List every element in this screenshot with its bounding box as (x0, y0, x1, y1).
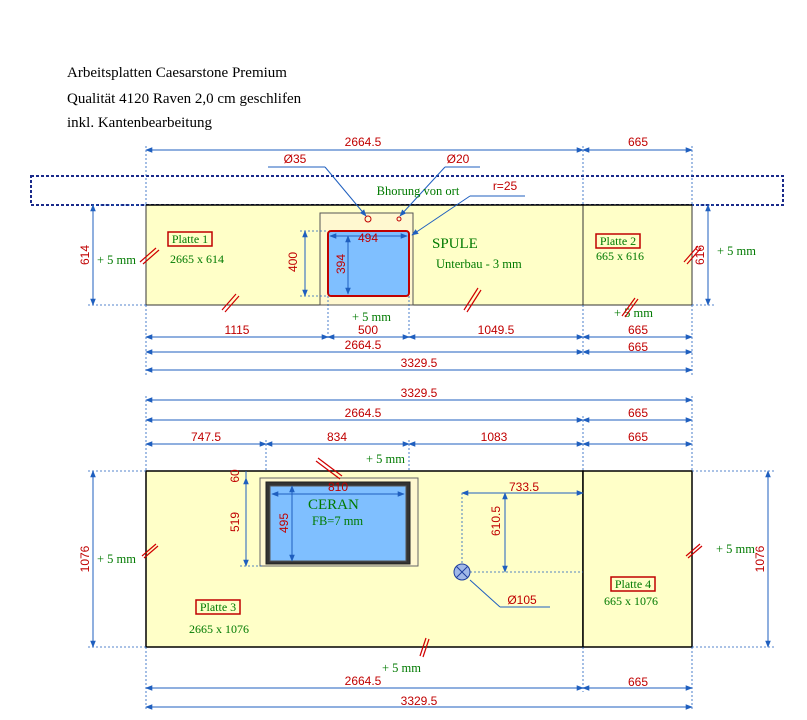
sink-width: 494 (358, 231, 378, 245)
bottom-dim-total-below: 3329.5 (401, 694, 438, 708)
plate-2-label-box (595, 233, 641, 249)
plate-1-label: Platte 1 (172, 232, 208, 246)
hole-y: 610.5 (489, 506, 503, 536)
bottom-plus5-bottom: + 5 mm (382, 661, 421, 675)
bottom-dim-a: 747.5 (191, 430, 221, 444)
hole-105: 733.5 610.5 Ø105 (453, 480, 584, 608)
plate-4-label: Platte 4 (615, 577, 651, 591)
plate-4-size: 665 x 1076 (604, 594, 658, 608)
top-dim-b: 500 (358, 323, 378, 337)
bottom-left-height: 1076 (78, 545, 92, 572)
top-right-height: 616 (693, 245, 707, 265)
bottom-dim-row2-left: 2664.5 (345, 406, 382, 420)
bottom-edge-marks (141, 457, 703, 658)
top-plus5-bottom-right: + 5 mm (614, 306, 653, 320)
bottom-dim-total-above: 3329.5 (401, 386, 438, 400)
sink-height-outer: 400 (286, 252, 300, 272)
hole-left-diameter: Ø35 (284, 152, 307, 166)
plate-3-label: Platte 3 (200, 600, 236, 614)
hole-diameter: Ø105 (507, 593, 537, 607)
top-dim-above-left: 2664.5 (345, 135, 382, 149)
bottom-plus5-top: + 5 mm (366, 452, 405, 466)
sink-height-inner: 394 (334, 254, 348, 274)
top-edge-marks (139, 245, 702, 318)
cooktop-height-outer: 519 (228, 512, 242, 532)
cooktop-offset: 60 (228, 469, 242, 483)
plate-1-size: 2665 x 614 (170, 252, 224, 266)
plate-4-label-box (610, 576, 656, 592)
plate-2 (582, 204, 693, 306)
top-left-height: 614 (78, 245, 92, 265)
plate-2-label: Platte 2 (600, 234, 636, 248)
plate-2-size: 665 x 616 (596, 249, 644, 263)
bottom-plus5-right: + 5 mm (716, 542, 755, 556)
top-dim-row2-left: 2664.5 (345, 338, 382, 352)
bottom-dim-below-left: 2664.5 (345, 674, 382, 688)
top-plus5-right: + 5 mm (717, 244, 756, 258)
bottom-dim-c: 1083 (481, 430, 508, 444)
hole-right-diameter: Ø20 (447, 152, 470, 166)
hole-note: Bhorung von ort (377, 184, 460, 198)
top-dim-a: 1115 (225, 323, 250, 337)
bottom-dims-below: 2664.5 665 3329.5 (145, 647, 693, 710)
bottom-dim-d: 665 (628, 430, 648, 444)
top-dim-above-right: 665 (628, 135, 648, 149)
plate-4 (582, 470, 693, 648)
top-dim-d: 665 (628, 323, 648, 337)
cooktop-height-inner: 495 (277, 513, 291, 533)
top-plus5-left: + 5 mm (97, 253, 136, 267)
bottom-dim-row2-right: 665 (628, 406, 648, 420)
top-dim-c: 1049.5 (478, 323, 515, 337)
top-dims-below: 1115 500 1049.5 665 2664.5 665 3329.5 (145, 296, 693, 375)
bottom-dim-below-right: 665 (628, 675, 648, 689)
plate-3-size: 2665 x 1076 (189, 622, 249, 636)
top-plus5-bottom: + 5 mm (352, 310, 391, 324)
bottom-right-height: 1076 (753, 545, 767, 572)
top-dim-above: 2664.5 665 (145, 135, 693, 205)
cooktop-label: CERAN (308, 497, 359, 513)
top-dim-total: 3329.5 (401, 356, 438, 370)
cooktop-width: 810 (328, 480, 348, 494)
bottom-dim-b: 834 (327, 430, 347, 444)
header-line-2: Qualität 4120 Raven 2,0 cm geschlifen (67, 91, 302, 107)
sink-radius: r=25 (493, 179, 518, 193)
sink-sublabel: Unterbau - 3 mm (436, 257, 522, 271)
sink-cutout: 494 394 400 (286, 212, 414, 306)
plate-1-label-box (167, 231, 213, 247)
top-dim-row2-right: 665 (628, 340, 648, 354)
sink-label: SPULE (432, 236, 478, 252)
bottom-dims-above: 3329.5 2664.5 665 747.5 834 1083 665 (145, 386, 693, 478)
plate-3-label-box (195, 599, 241, 615)
hole-x: 733.5 (509, 480, 539, 494)
header-line-3: inkl. Kantenbearbeitung (67, 115, 212, 131)
header-line-1: Arbeitsplatten Caesarstone Premium (67, 65, 287, 81)
bottom-plus5-left: + 5 mm (97, 552, 136, 566)
cooktop-sublabel: FB=7 mm (312, 514, 363, 528)
cooktop-cutout: 810 495 519 60 (228, 469, 419, 567)
